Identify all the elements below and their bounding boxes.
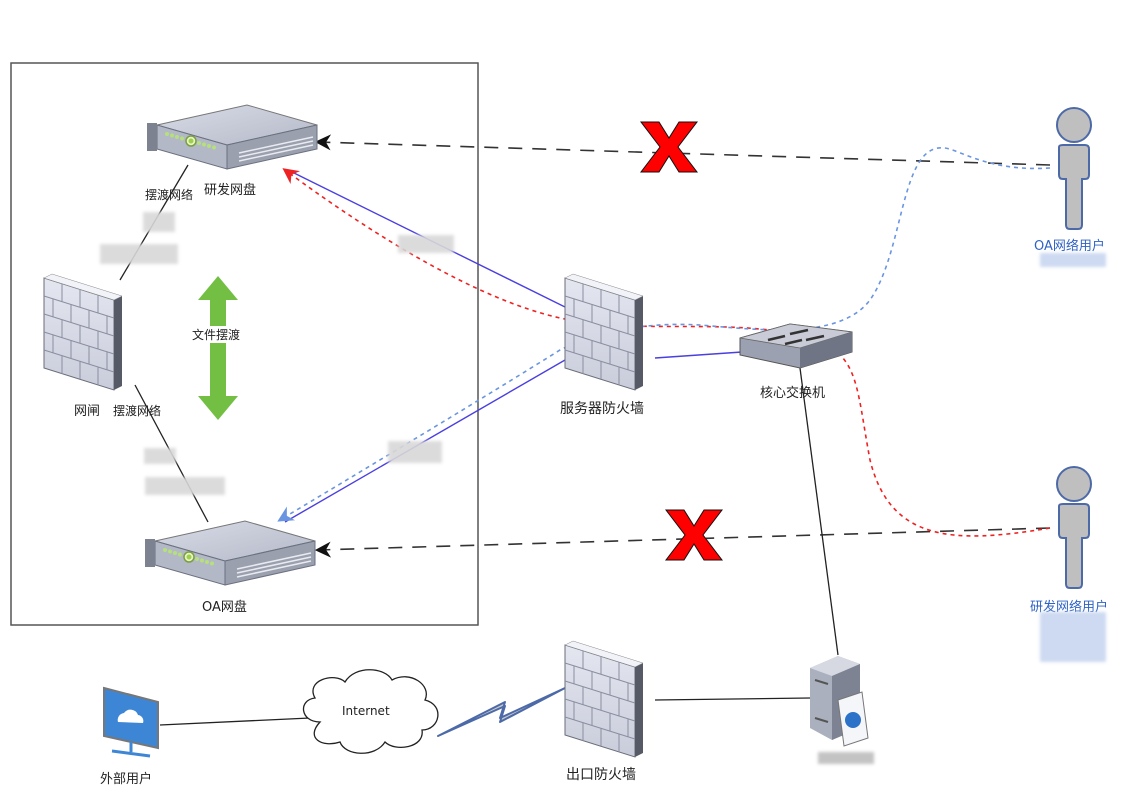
link-server-firewall-switch [654,351,743,359]
oa-disk-server-icon[interactable] [144,520,316,586]
server-firewall-label: 服务器防火墙 [560,401,644,417]
internet-label: Internet [342,704,390,718]
link-oa-user-rd-disk-blocked [314,134,1051,166]
exit-firewall-label: 出口防火墙 [566,767,636,783]
web-server-icon[interactable] [810,656,869,747]
gatekeeper-label: 网闸 [74,404,101,419]
core-switch-icon[interactable] [739,323,853,369]
ferry-net-label-top: 摆渡网络 [145,188,194,202]
redacted-label [1040,253,1106,267]
file-ferry-label: 文件摆渡 [192,326,241,343]
blocked-cross-icon-bottom [665,509,723,561]
oa-user-icon[interactable] [1056,107,1092,230]
server-firewall-icon[interactable] [564,273,644,391]
rd-disk-server-icon[interactable] [146,104,318,170]
redacted-label [143,212,175,232]
redacted-label [818,752,874,764]
redacted-label [144,448,176,464]
core-switch-label: 核心交换机 [760,386,826,401]
redacted-label [1040,612,1106,662]
link-exit-firewall-web-server [654,697,811,701]
isolation-zone-box [10,62,479,626]
internet-cloud-icon[interactable] [302,669,439,754]
oa-user-label: OA网络用户 [1034,239,1105,254]
file-ferry-arrow-icon [198,276,238,420]
external-user-monitor-icon[interactable] [103,686,159,758]
gatekeeper-firewall-icon[interactable] [43,273,123,391]
redacted-label [388,441,442,463]
redacted-label [145,477,225,495]
oa-disk-label: OA网盘 [202,600,247,615]
link-switch-web-server [799,367,839,656]
rd-user-label: 研发网络用户 [1030,600,1109,615]
rd-disk-label: 研发网盘 [204,183,257,198]
path-oa-user-to-oa-disk [277,147,1051,522]
exit-firewall-icon[interactable] [564,640,644,758]
rd-user-icon[interactable] [1056,466,1092,589]
path-rd-user-to-rd-disk [282,168,1051,537]
blocked-cross-icon-top [640,121,698,173]
redacted-label [398,235,454,253]
external-user-label: 外部用户 [100,772,153,787]
link-external-user-internet [159,717,311,726]
redacted-label [100,244,178,264]
ferry-net-label-bottom: 摆渡网络 [113,404,162,418]
wan-link-icon [437,687,566,737]
